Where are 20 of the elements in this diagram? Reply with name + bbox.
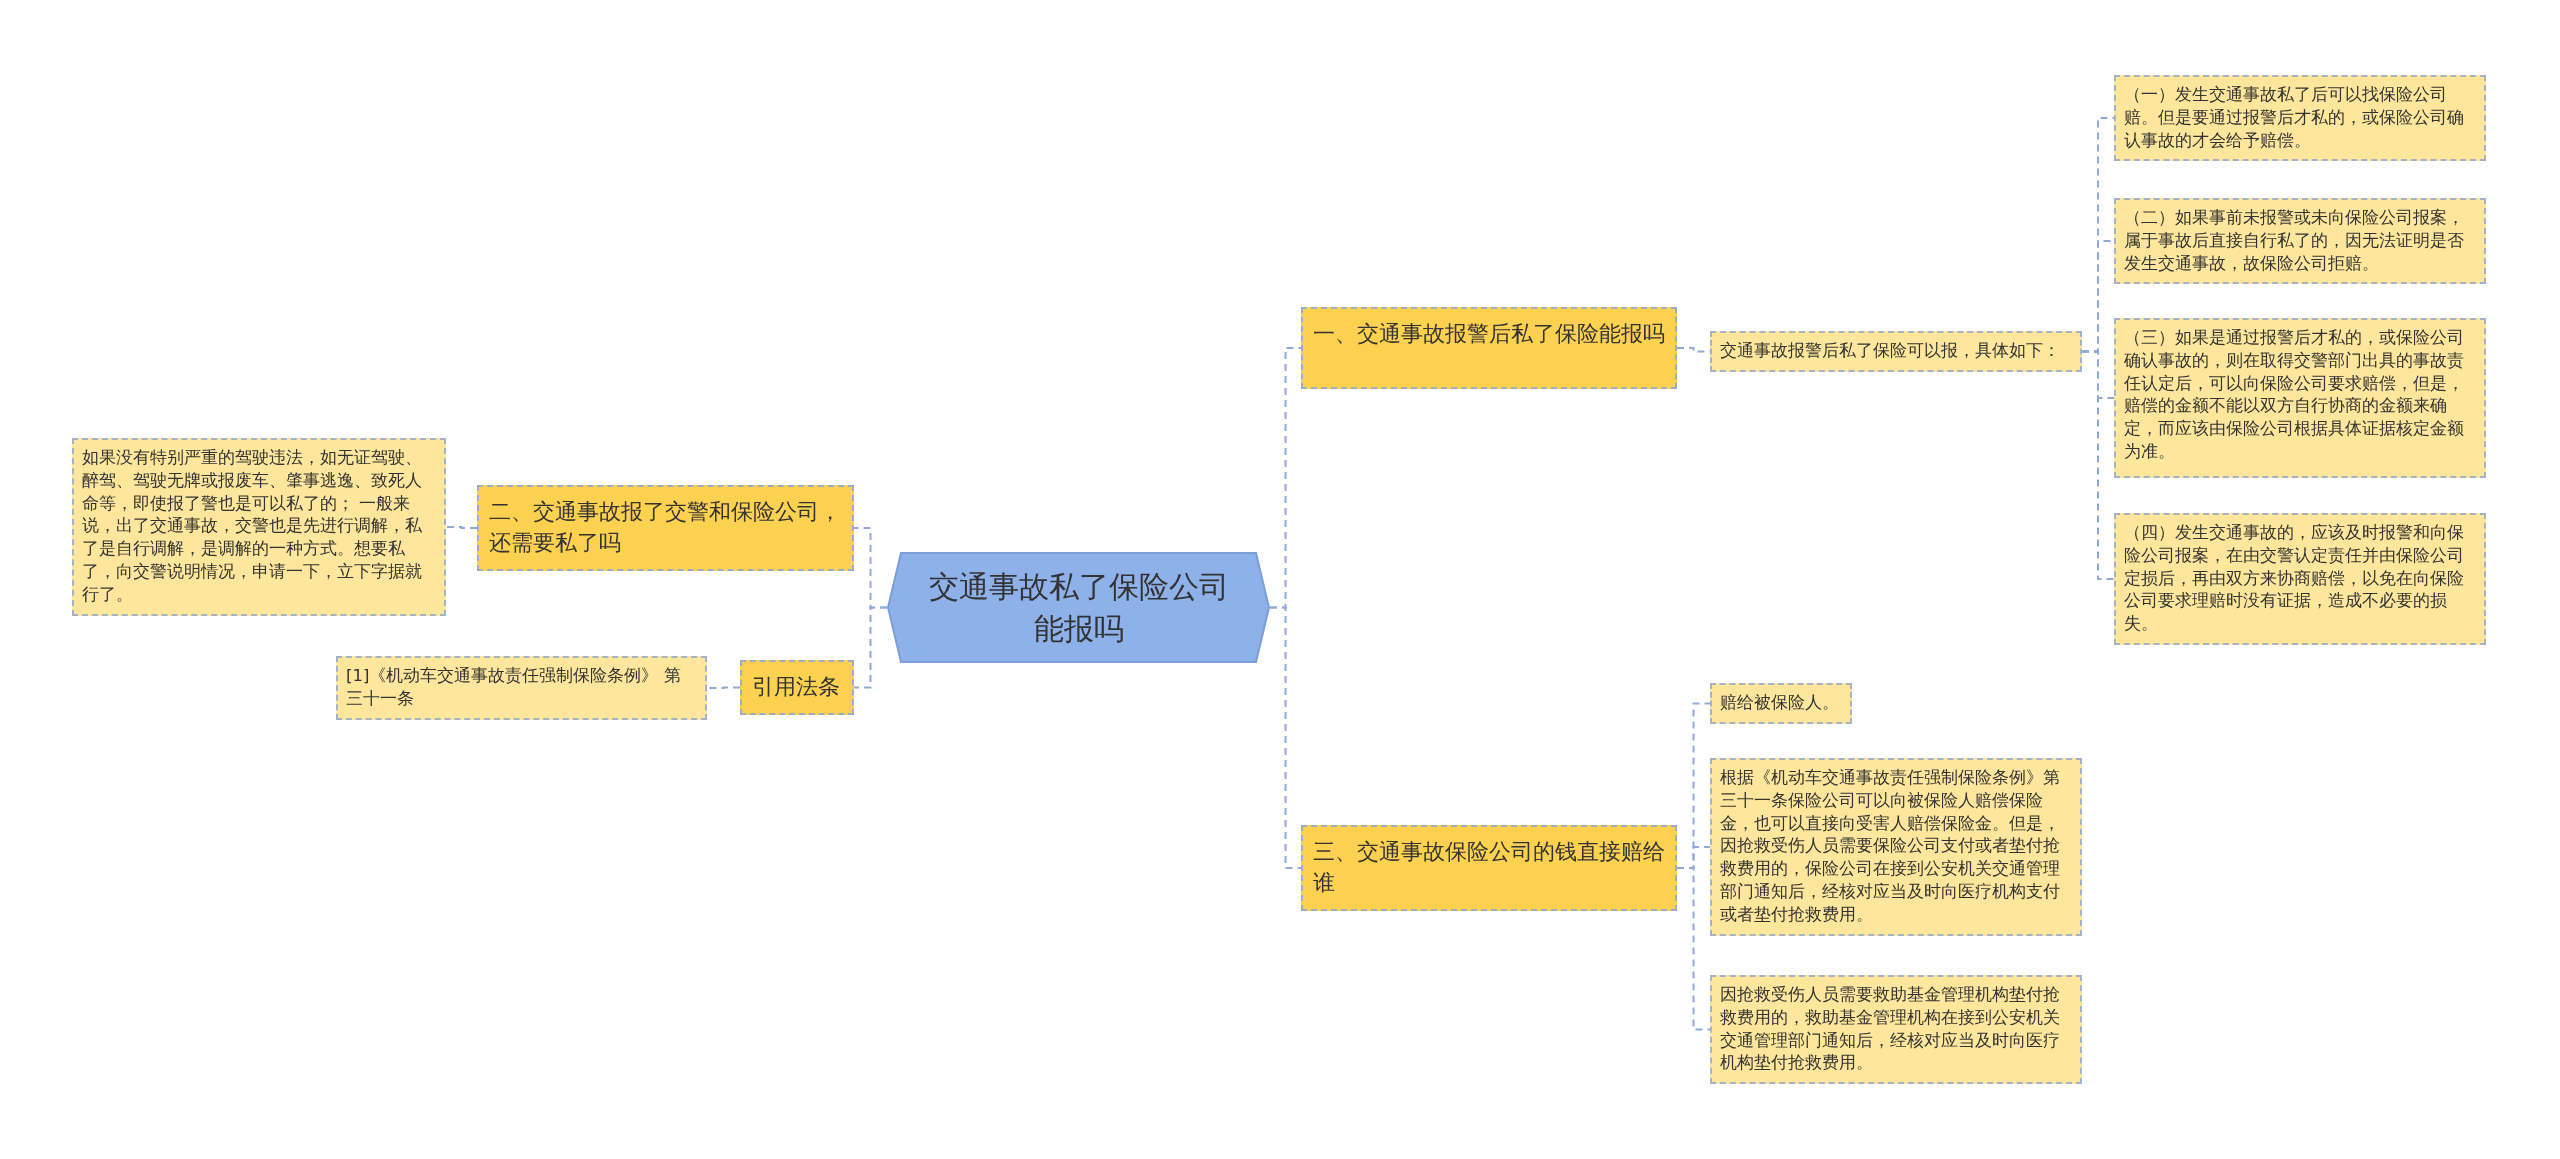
note-box: 如果没有特别严重的驾驶违法，如无证驾驶、醉驾、驾驶无牌或报废车、肇事逃逸、致死人命等，即使报了警也是可以私了的； 一般来说，出了交通事故，交警也是先进行调解，私了是自行调解，是调解的一种方式。想要私了，向交警说明情况，申请一下，立下字据就行了。 <box>72 438 446 616</box>
topic-box: 三、交通事故保险公司的钱直接赔给谁 <box>1301 825 1677 911</box>
note-box: （四）发生交通事故的，应该及时报警和向保险公司报案，在由交警认定责任并由保险公司定损后，再由双方来协商赔偿，以免在向保险公司要求理赔时没有证据，造成不必要的损失。 <box>2114 513 2486 645</box>
connector <box>1676 867 1711 1031</box>
note-box: （三）如果是通过报警后才私的，或保险公司确认事故的，则在取得交警部门出具的事故责任认定后，可以向保险公司要求赔偿，但是，赔偿的金额不能以双方自行协商的金额来确定，而应该由保险公司根据具体证据核定金额为准。 <box>2114 318 2486 478</box>
connector <box>853 606 888 689</box>
topic-box: 引用法条 <box>740 660 854 715</box>
connector <box>445 526 478 529</box>
topic-box: 一、交通事故报警后私了保险能报吗 <box>1301 307 1677 389</box>
note-box: 根据《机动车交通事故责任强制保险条例》第三十一条保险公司可以向被保险人赔偿保险金，也可以直接向受害人赔偿保险金。但是，因抢救受伤人员需要保险公司支付或者垫付抢救费用的，保险公司在接到公安机关交通管理部门通知后，经核对应当及时向医疗机构支付或者垫付抢救费用。 <box>1710 758 2082 936</box>
connector <box>1269 606 1302 869</box>
note-box: （二）如果事前未报警或未向保险公司报案，属于事故后直接自行私了的，因无法证明是否发生交通事故，故保险公司拒赔。 <box>2114 198 2486 285</box>
note-box: 交通事故报警后私了保险可以报，具体如下： <box>1710 331 2082 372</box>
note-box: 赔给被保险人。 <box>1710 683 1852 724</box>
note-box: （一）发生交通事故私了后可以找保险公司赔。但是要通过报警后才私的，或保险公司确认事故的才会给予赔偿。 <box>2114 75 2486 162</box>
note-box: [1]《机动车交通事故责任强制保险条例》 第三十一条 <box>336 656 707 720</box>
connector <box>2081 350 2115 580</box>
topic-box: 二、交通事故报了交警和保险公司，还需要私了吗 <box>477 485 854 571</box>
central-topic: 交通事故私了保险公司能报吗 <box>887 552 1270 663</box>
note-box: 因抢救受伤人员需要救助基金管理机构垫付抢救费用的，救助基金管理机构在接到公安机关交通管理部门通知后，经核对应当及时向医疗机构垫付抢救费用。 <box>1710 975 2082 1085</box>
